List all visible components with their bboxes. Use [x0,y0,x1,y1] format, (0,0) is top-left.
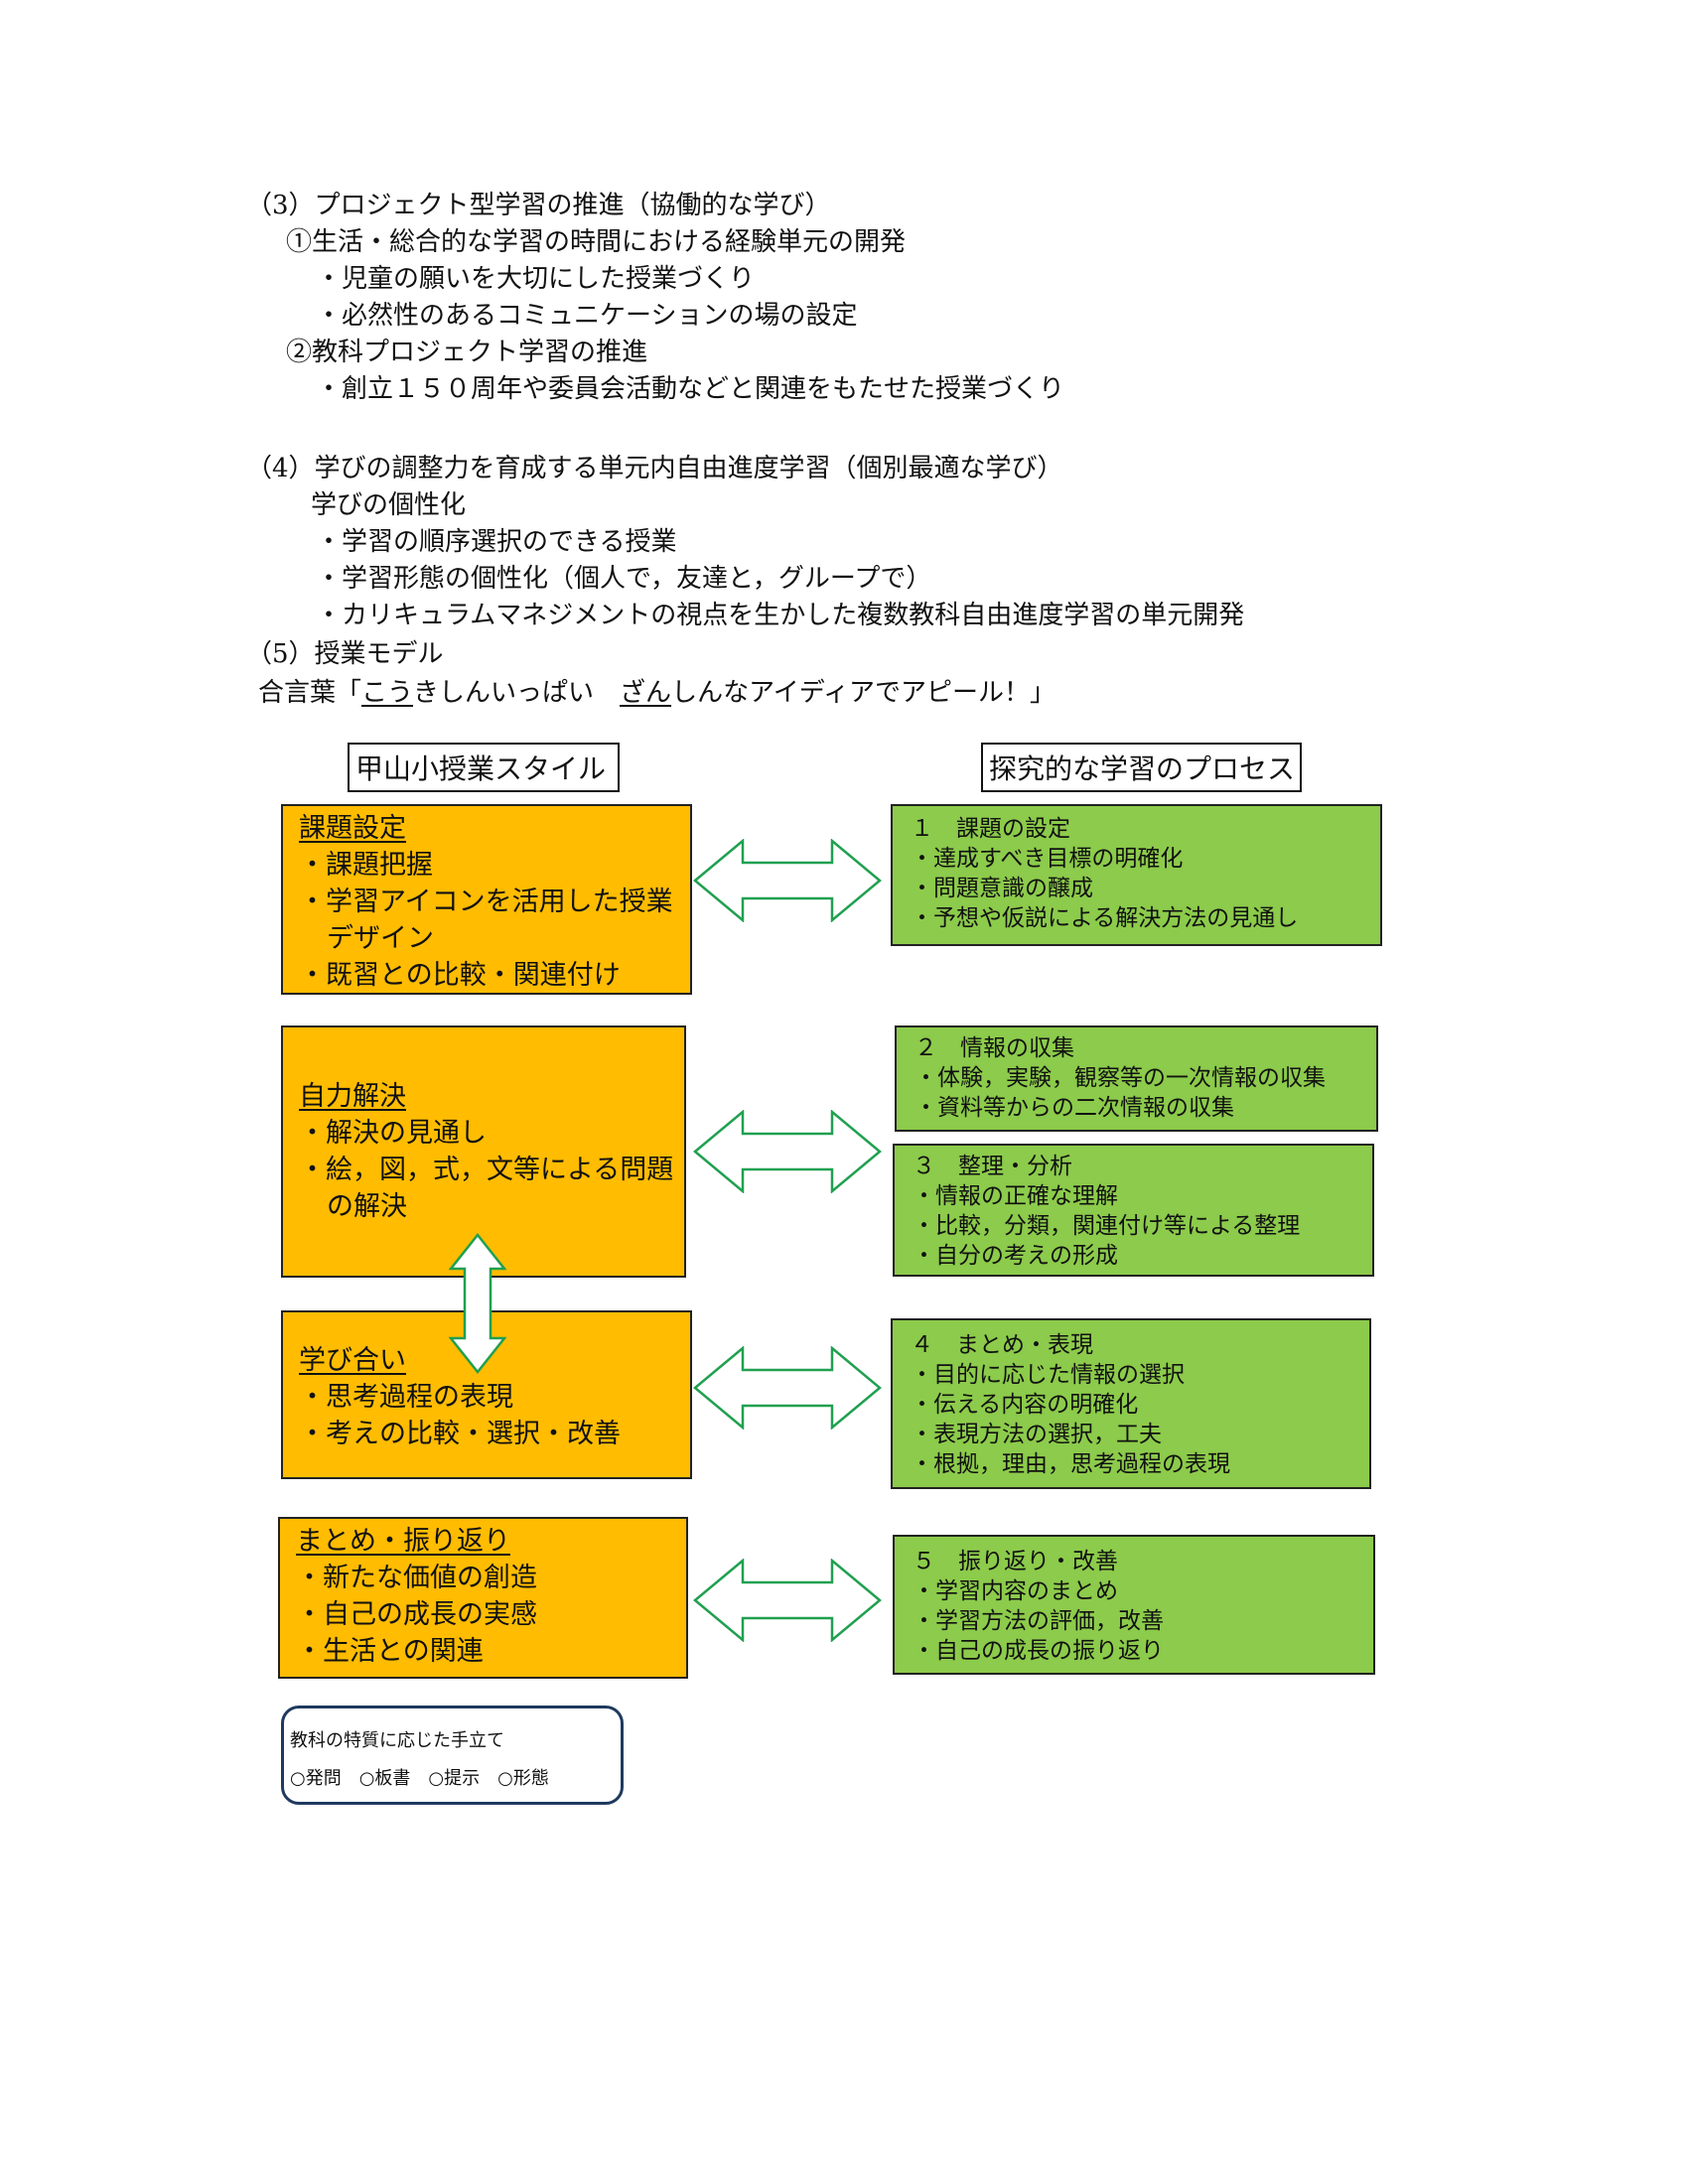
process-item: ・体験，実験，観察等の一次情報の収集 [914,1065,1326,1091]
style-item: の解決 [327,1191,407,1222]
style-item: ・生活との関連 [296,1636,484,1667]
process-item: ・達成すべき目標の明確化 [911,846,1184,872]
style-box-title: 学び合い [299,1345,406,1376]
motto-underline-2: ざん [620,678,672,708]
section4-bullet1: ・学習の順序選択のできる授業 [316,527,677,557]
motto-underline-1: こう [361,678,414,708]
process-item: ・資料等からの二次情報の収集 [914,1095,1234,1121]
process-item: ・比較，分類，関連付け等による整理 [913,1213,1301,1239]
section5-title: （5）授業モデル [246,639,444,669]
style-box-matome: まとめ・振り返り ・新たな価値の創造 ・自己の成長の実感 ・生活との関連 [278,1517,688,1679]
section4-title: （4）学びの調整力を育成する単元内自由進度学習（個別最適な学び） [246,454,1063,483]
double-arrow-icon [693,1110,882,1193]
process-item: ・学習方法の評価，改善 [913,1608,1164,1634]
style-item: ・考えの比較・選択・改善 [299,1419,621,1449]
process-box-5: ５ 振り返り・改善 ・学習内容のまとめ ・学習方法の評価，改善 ・自己の成長の振… [893,1535,1375,1675]
right-column-header: 探究的な学習のプロセス [981,743,1302,792]
process-item: ・自己の成長の振り返り [913,1638,1164,1664]
process-box-title: ３ 整理・分析 [913,1154,1072,1179]
process-item: ・予想や仮説による解決方法の見通し [911,905,1299,931]
note-options: ○発問 ○板書 ○提示 ○形態 [290,1768,549,1789]
process-box-title: ２ 情報の収集 [914,1035,1074,1061]
style-box-title: まとめ・振り返り [296,1526,510,1557]
style-box-jiriki: 自力解決 ・解決の見通し ・絵，図，式，文等による問題 の解決 [281,1025,686,1278]
motto-prefix: 合言葉「 [258,678,362,708]
section3-sub1: ①生活・総合的な学習の時間における経験単元の開発 [286,227,907,257]
style-item: デザイン [327,923,434,954]
double-arrow-icon [693,1559,882,1642]
section3-title: （3）プロジェクト型学習の推進（協働的な学び） [246,191,831,220]
process-item: ・根拠，理由，思考過程の表現 [911,1451,1230,1477]
process-box-1: １ 課題の設定 ・達成すべき目標の明確化 ・問題意識の醸成 ・予想や仮説による解… [891,804,1382,946]
process-item: ・表現方法の選択，工夫 [911,1422,1162,1447]
section4-bullet3: ・カリキュラムマネジメントの視点を生かした複数教科自由進度学習の単元開発 [316,601,1245,630]
motto-middle: きしんいっぱい [413,678,621,708]
process-box-title: ５ 振り返り・改善 [913,1549,1118,1574]
style-item: ・自己の成長の実感 [296,1599,537,1630]
motto-suffix: しんなアイディアでアピール！」 [671,678,1055,708]
vertical-double-arrow-icon [449,1233,506,1374]
style-box-title: 課題設定 [299,813,406,844]
section3-bullet3: ・創立１５０周年や委員会活動などと関連をもたせた授業づくり [316,374,1065,404]
style-item: ・課題把握 [299,850,433,881]
style-box-title: 自力解決 [299,1081,406,1112]
double-arrow-icon [693,839,882,922]
process-box-title: ４ まとめ・表現 [911,1332,1093,1358]
style-item: ・絵，図，式，文等による問題 [299,1155,674,1185]
section3-bullet1: ・児童の願いを大切にした授業づくり [316,264,756,294]
process-box-3: ３ 整理・分析 ・情報の正確な理解 ・比較，分類，関連付け等による整理 ・自分の… [893,1144,1374,1277]
style-item: ・学習アイコンを活用した授業 [299,887,673,917]
style-item: ・新たな価値の創造 [296,1563,537,1593]
process-item: ・伝える内容の明確化 [911,1392,1139,1418]
style-item: ・既習との比較・関連付け [299,960,621,991]
section3-bullet2: ・必然性のあるコミュニケーションの場の設定 [316,301,858,331]
double-arrow-icon [693,1346,882,1430]
process-item: ・情報の正確な理解 [913,1183,1118,1209]
process-item: ・問題意識の醸成 [911,876,1093,901]
left-column-header: 甲山小授業スタイル [348,743,620,792]
subject-support-note: 教科の特質に応じた手立て ○発問 ○板書 ○提示 ○形態 [281,1706,624,1805]
process-item: ・目的に応じた情報の選択 [911,1362,1185,1388]
process-item: ・自分の考えの形成 [913,1243,1118,1269]
process-item: ・学習内容のまとめ [913,1578,1118,1604]
style-item: ・解決の見通し [299,1118,487,1149]
process-box-title: １ 課題の設定 [911,816,1070,842]
section4-sub: 学びの個性化 [311,490,467,520]
process-box-2: ２ 情報の収集 ・体験，実験，観察等の一次情報の収集 ・資料等からの二次情報の収… [895,1025,1378,1132]
section4-bullet2: ・学習形態の個性化（個人で，友達と，グループで） [316,564,932,594]
motto: 合言葉「こうきしんいっぱい ざんしんなアイディアでアピール！」 [258,676,1055,710]
section3-sub2: ②教科プロジェクト学習の推進 [286,338,648,367]
note-title: 教科の特質に応じた手立て [290,1730,504,1751]
style-box-kadai: 課題設定 ・課題把握 ・学習アイコンを活用した授業 デザイン ・既習との比較・関… [281,804,692,995]
style-item: ・思考過程の表現 [299,1382,513,1413]
process-box-4: ４ まとめ・表現 ・目的に応じた情報の選択 ・伝える内容の明確化 ・表現方法の選… [891,1318,1371,1489]
